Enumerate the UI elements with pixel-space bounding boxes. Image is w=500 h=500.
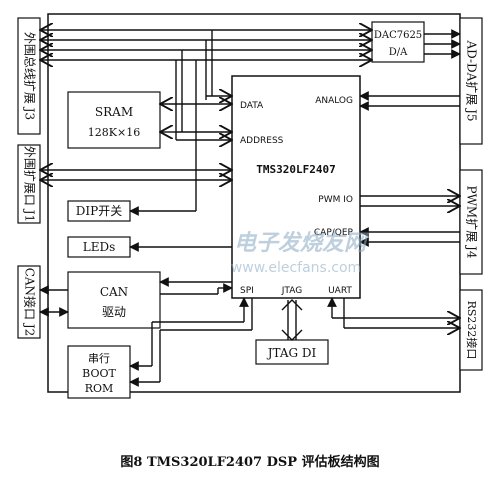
watermark-cn: 电子发烧友网 [234,230,369,256]
connection-lines [40,30,460,387]
ext-bus-label: 外围总线扩展 J3 [23,32,37,120]
can-port-label: CAN接口 J2 [23,268,38,337]
sram-size: 128K×16 [88,126,140,139]
pwm-ext-label: PWM扩展 J4 [465,186,479,259]
can-driver-title: CAN [100,285,128,299]
leds-block: LEDs [67,236,131,258]
dsp-address-pin: ADDRESS [240,136,284,146]
dip-switch-block: DIP开关 [67,200,131,222]
watermark: 电子发烧友网 www.elecfans.com [231,230,369,276]
leds-label: LEDs [83,240,116,254]
figure-caption: 图8 TMS320LF2407 DSP 评估板结构图 [120,454,379,470]
dsp-jtag-pin: JTAG [281,286,302,296]
sram-title: SRAM [95,105,133,119]
sram-block: SRAM 128K×16 [67,91,161,149]
dsp-spi-pin: SPI [240,286,254,296]
dac-type: D/A [389,47,408,58]
boot-rom-line3: ROM [85,382,114,395]
rs232-connector: RS232接口 [459,289,483,371]
jtag-connector-block: JTAG DI [255,339,329,365]
dsp-data-pin: DATA [240,101,264,111]
dsp-chip: DATA ADDRESS ANALOG TMS320LF2407 PWM IO … [231,75,361,299]
boot-rom-block: 串行 BOOT ROM [67,345,131,399]
watermark-url: www.elecfans.com [231,260,361,276]
dip-switch-label: DIP开关 [76,204,122,218]
jtag-connector-label: JTAG DI [266,346,317,360]
ext-port-label: 外围扩展口 J1 [23,146,37,222]
dsp-analog-pin: ANALOG [315,96,353,106]
dsp-capqep-pin: CAP/QEP [314,228,354,238]
boot-rom-line2: BOOT [82,367,116,380]
ext-bus-connector: 外围总线扩展 J3 [17,17,41,135]
can-driver-block: CAN 驱动 [67,271,161,329]
can-driver-subtitle: 驱动 [102,305,126,319]
dac-model: DAC7625 [374,30,422,41]
adda-label: AD-DA扩展 J5 [465,39,479,121]
dsp-chip-name: TMS320LF2407 [256,163,335,176]
dsp-uart-pin: UART [328,286,352,296]
dsp-pwmio-pin: PWM IO [318,195,353,205]
adda-connector: AD-DA扩展 J5 [459,17,483,145]
pwm-ext-connector: PWM扩展 J4 [459,169,483,275]
ext-port-connector: 外围扩展口 J1 [17,144,41,224]
rs232-label: RS232接口 [465,301,478,360]
can-port-connector: CAN接口 J2 [17,265,41,339]
dac-block: DAC7625 D/A [371,21,425,63]
boot-rom-line1: 串行 [88,352,110,365]
